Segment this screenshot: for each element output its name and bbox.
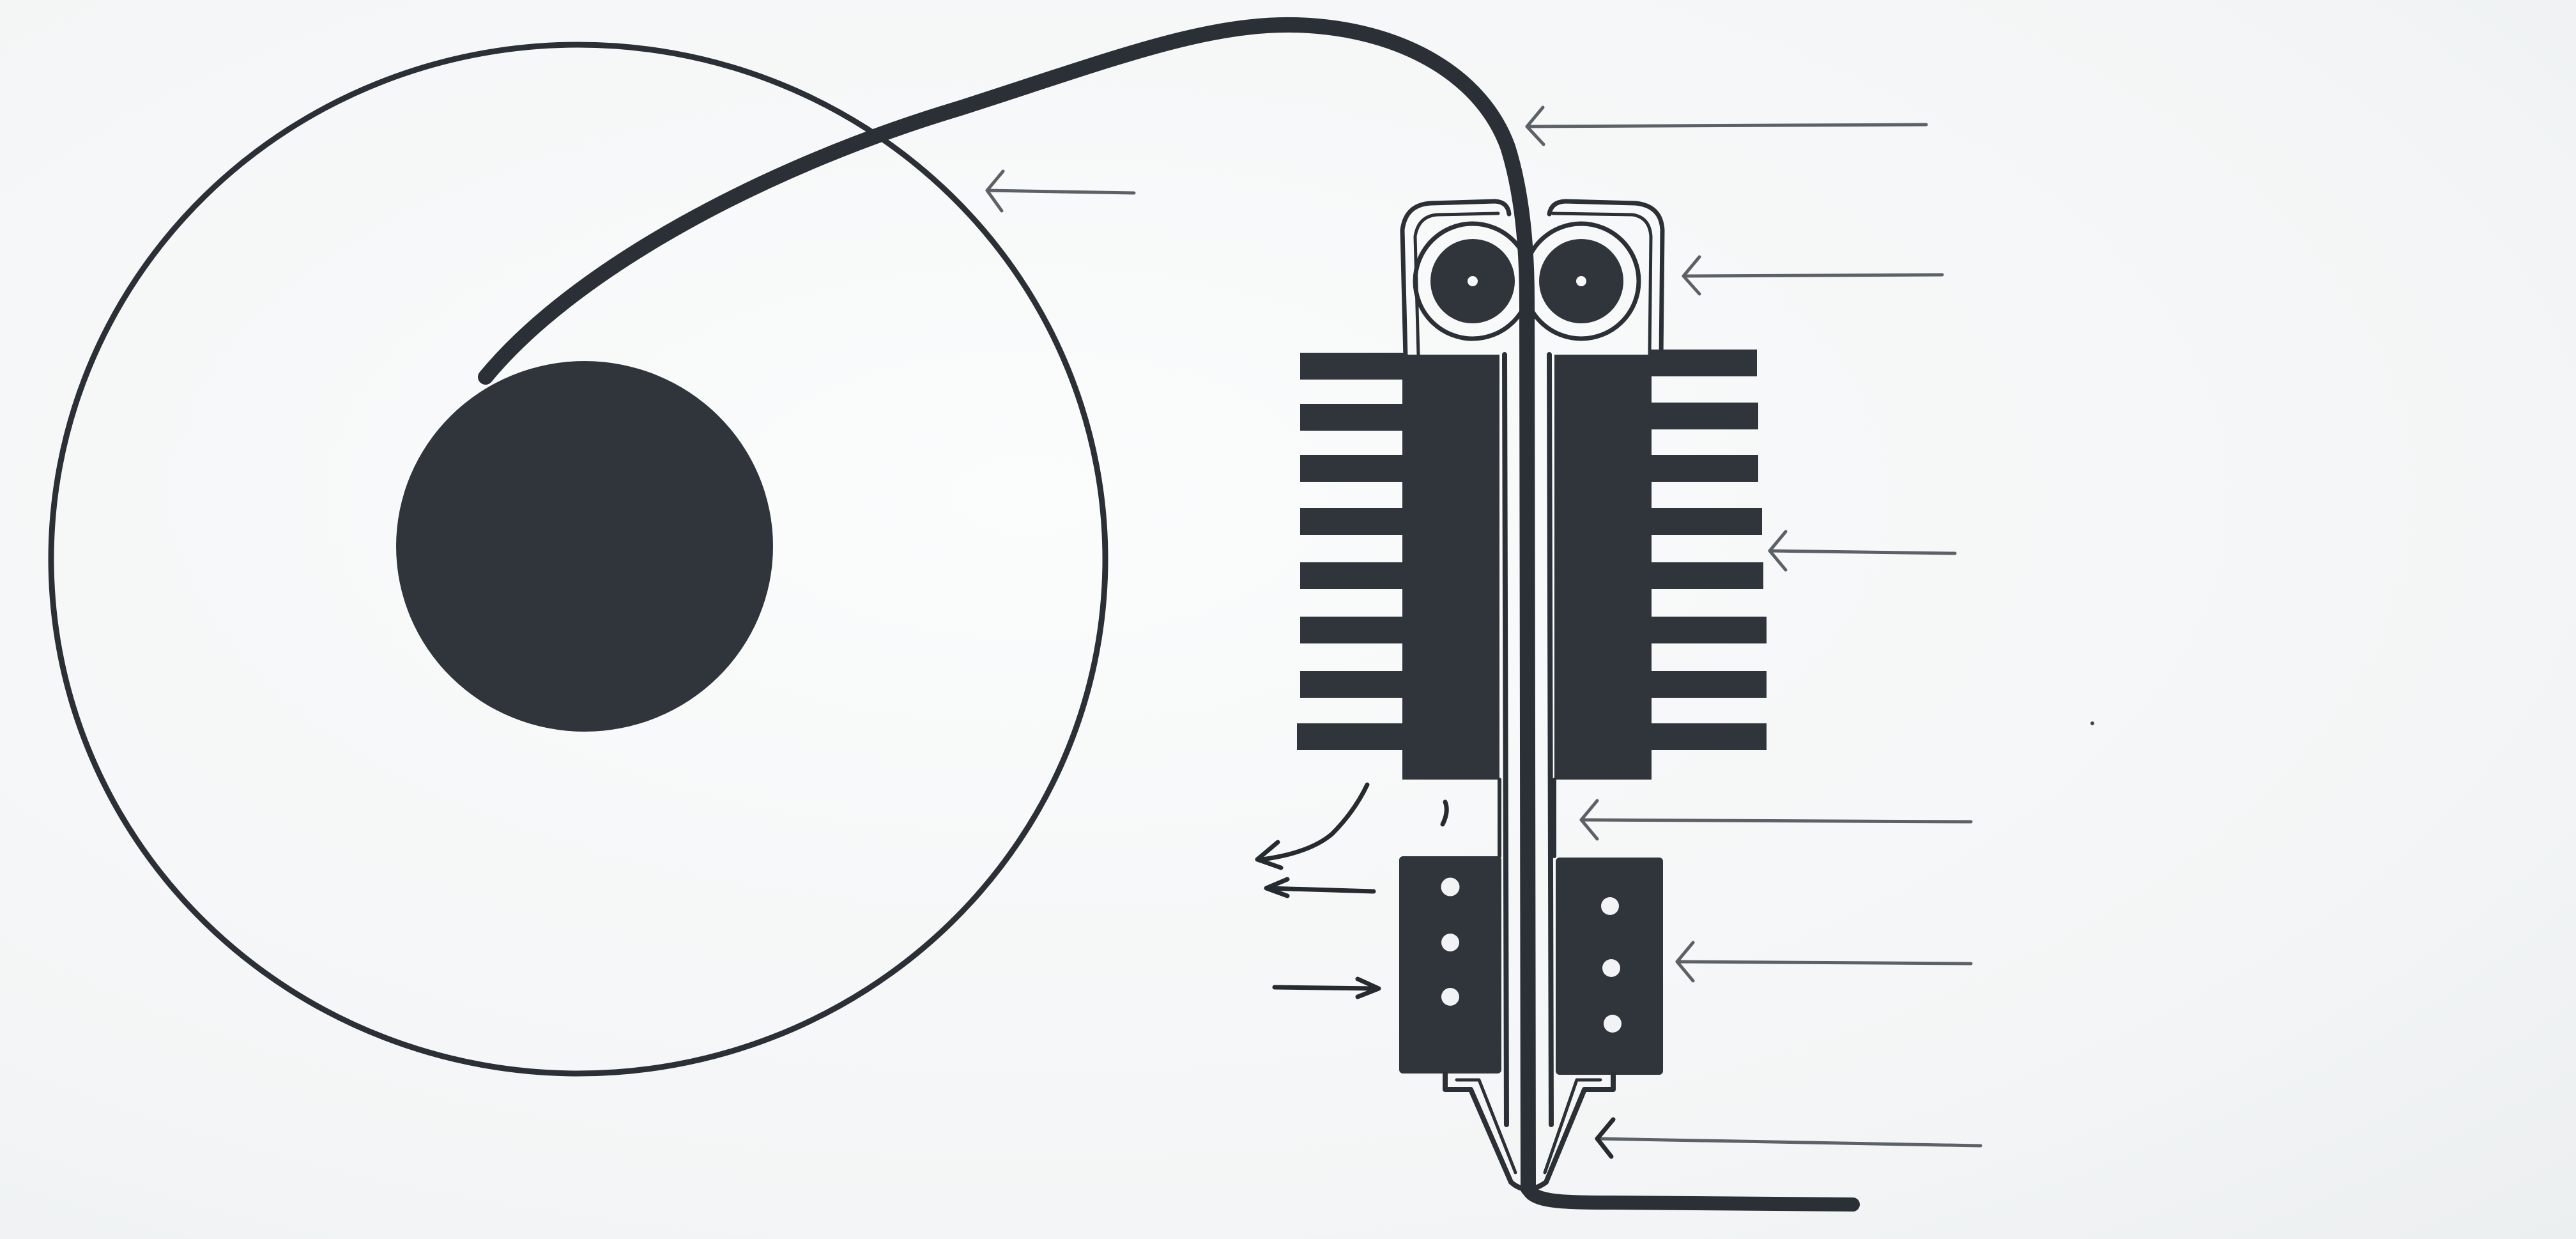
left-arrow-1: [1268, 888, 1374, 891]
filament-arrow: [1527, 125, 1926, 127]
heater-block-arrow: [1677, 962, 1971, 964]
extruded-filament: [1528, 1189, 1853, 1204]
right-arrow-1: [1275, 987, 1377, 989]
drive-gear-arrow: [1683, 275, 1942, 276]
airflow-curve-arrow: [1262, 785, 1367, 859]
spool-hub: [396, 361, 773, 732]
airflow-mark-1: [1443, 802, 1446, 824]
heat-sink-arrow: [1770, 551, 1955, 553]
spool-arrow: [987, 190, 1134, 193]
nozzle-arrow: [1597, 1139, 1981, 1146]
speck: [2090, 721, 2094, 725]
heat-break-arrow: [1581, 820, 1971, 822]
